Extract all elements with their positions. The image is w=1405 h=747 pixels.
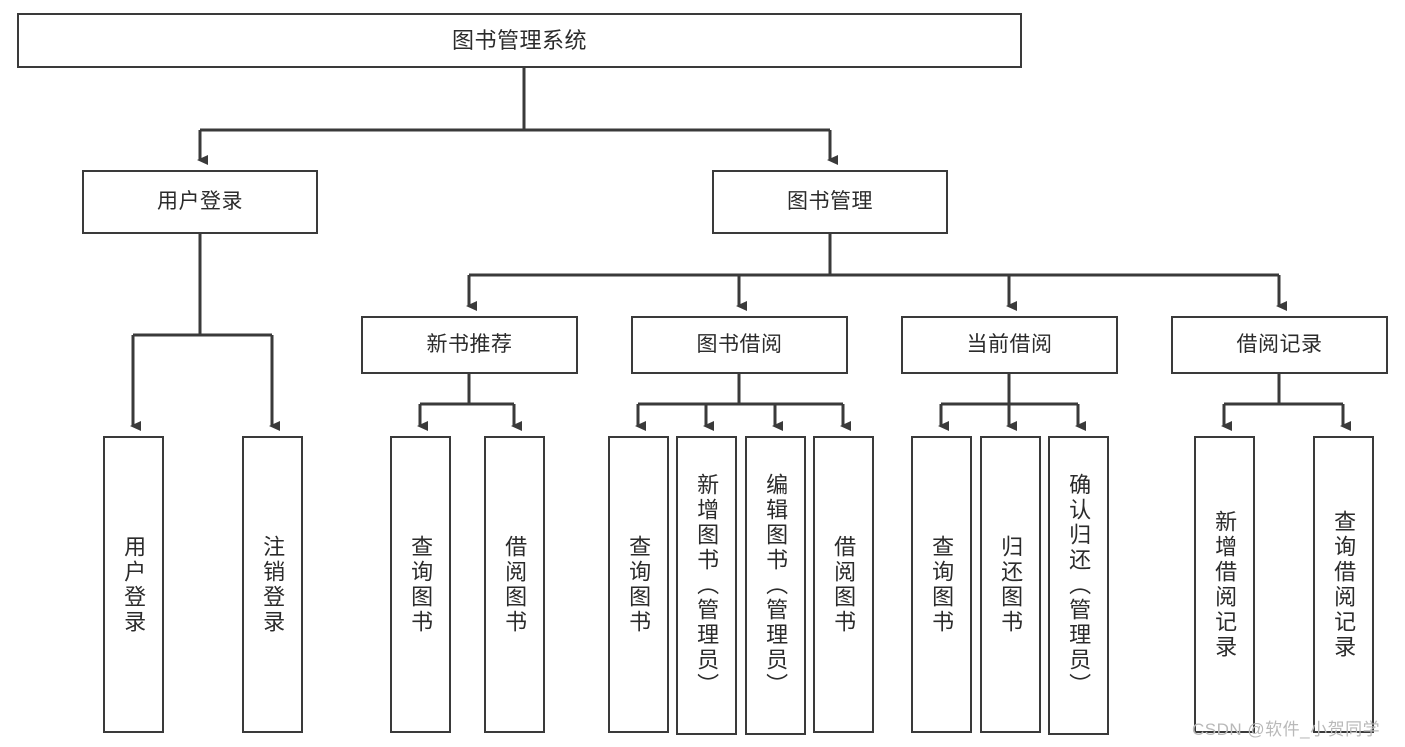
node-leaf-user-login[interactable]: 用户登录: [103, 436, 164, 733]
node-user-login[interactable]: 用户登录: [82, 170, 318, 234]
node-borrow-record-label: 借阅记录: [1236, 332, 1323, 356]
node-leaf-query-book-1[interactable]: 查询图书: [390, 436, 451, 733]
node-leaf-edit-book-label: 编辑图书（管理员）: [763, 473, 789, 698]
node-leaf-return-book-label: 归还图书: [998, 534, 1024, 635]
node-leaf-logout[interactable]: 注销登录: [242, 436, 303, 733]
node-book-manage-label: 图书管理: [787, 189, 873, 213]
node-leaf-query-record-label: 查询借阅记录: [1331, 509, 1357, 660]
node-leaf-query-book-2-label: 查询图书: [626, 534, 652, 635]
node-leaf-add-record-label: 新增借阅记录: [1212, 509, 1238, 660]
node-leaf-borrow-book-1[interactable]: 借阅图书: [484, 436, 545, 733]
node-leaf-borrow-book-2[interactable]: 借阅图书: [813, 436, 874, 733]
node-leaf-user-login-label: 用户登录: [121, 534, 147, 635]
node-new-book-rec[interactable]: 新书推荐: [361, 316, 578, 374]
node-leaf-add-record[interactable]: 新增借阅记录: [1194, 436, 1255, 733]
node-book-manage[interactable]: 图书管理: [712, 170, 948, 234]
node-leaf-return-book[interactable]: 归还图书: [980, 436, 1041, 733]
node-leaf-query-book-2[interactable]: 查询图书: [608, 436, 669, 733]
node-leaf-edit-book[interactable]: 编辑图书（管理员）: [745, 436, 806, 735]
node-new-book-rec-label: 新书推荐: [426, 332, 513, 356]
node-leaf-borrow-book-2-label: 借阅图书: [831, 534, 857, 635]
node-borrow-record[interactable]: 借阅记录: [1171, 316, 1388, 374]
node-user-login-label: 用户登录: [157, 189, 243, 213]
node-book-borrow[interactable]: 图书借阅: [631, 316, 848, 374]
node-leaf-confirm-return[interactable]: 确认归还（管理员）: [1048, 436, 1109, 735]
node-current-borrow[interactable]: 当前借阅: [901, 316, 1118, 374]
node-leaf-query-book-1-label: 查询图书: [408, 534, 434, 635]
node-leaf-query-book-3[interactable]: 查询图书: [911, 436, 972, 733]
watermark-text: CSDN @软件_小贺同学: [1192, 720, 1381, 739]
node-leaf-logout-label: 注销登录: [260, 534, 286, 635]
node-leaf-add-book[interactable]: 新增图书（管理员）: [676, 436, 737, 735]
node-root[interactable]: 图书管理系统: [17, 13, 1022, 68]
node-leaf-confirm-return-label: 确认归还（管理员）: [1066, 473, 1092, 698]
node-leaf-add-book-label: 新增图书（管理员）: [694, 473, 720, 698]
node-leaf-query-record[interactable]: 查询借阅记录: [1313, 436, 1374, 733]
node-leaf-query-book-3-label: 查询图书: [929, 534, 955, 635]
node-leaf-borrow-book-1-label: 借阅图书: [502, 534, 528, 635]
node-current-borrow-label: 当前借阅: [966, 332, 1053, 356]
node-book-borrow-label: 图书借阅: [696, 332, 783, 356]
node-root-label: 图书管理系统: [451, 27, 587, 53]
